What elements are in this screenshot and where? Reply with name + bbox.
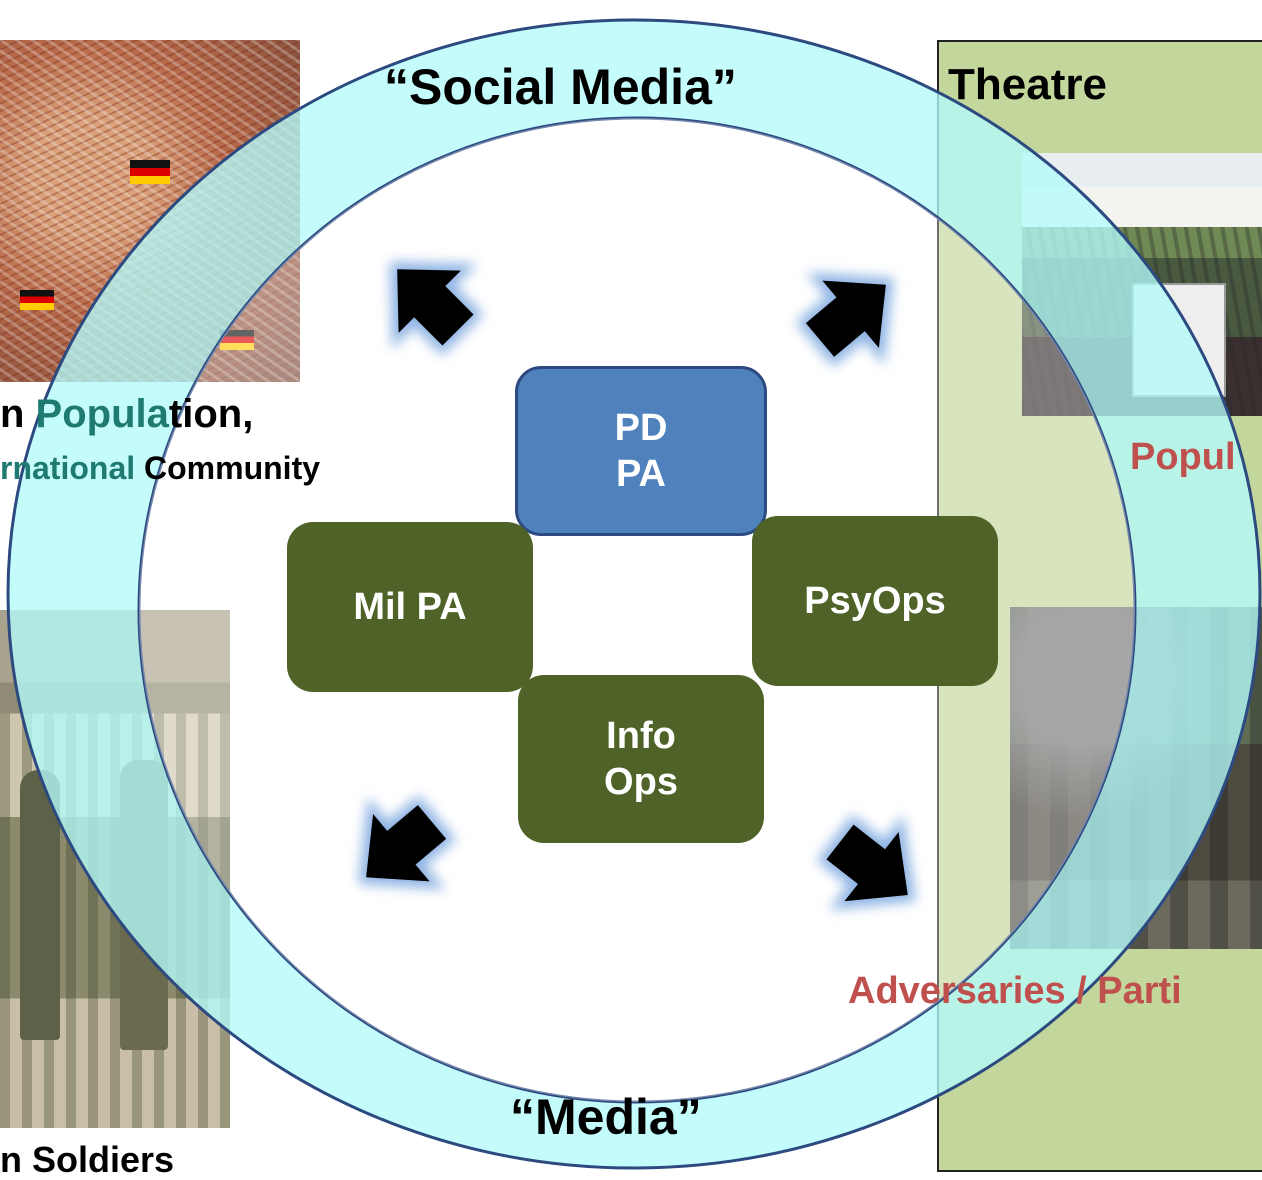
pd-pa-box: PD PA <box>515 366 767 536</box>
soldier-figure <box>20 770 60 1040</box>
soldiers-label: n Soldiers <box>0 1139 175 1180</box>
info-ops-line2: Ops <box>604 761 678 803</box>
flag-icon <box>220 330 254 350</box>
media-label: “Media” <box>510 1089 702 1145</box>
psyops-label: PsyOps <box>804 579 946 622</box>
population-label: Popul <box>1130 436 1236 478</box>
social-media-label: “Social Media” <box>384 59 737 115</box>
media-ring <box>6 18 1262 1170</box>
population-line1: n Population, <box>0 392 254 436</box>
mil-pa-box: Mil PA <box>287 522 533 692</box>
info-ops-line1: Info <box>606 714 676 757</box>
flag-icon <box>20 290 54 310</box>
info-ops-box: Info Ops <box>518 675 764 843</box>
adversaries-label: Adversaries / Parti <box>848 970 1182 1012</box>
pd-pa-line1: PD <box>614 406 668 449</box>
population-line2: rnational Community <box>0 450 321 486</box>
mil-pa-label: Mil PA <box>353 585 467 628</box>
theatre-title: Theatre <box>948 60 1107 109</box>
psyops-box: PsyOps <box>752 516 998 686</box>
pd-pa-line2: PA <box>616 453 666 495</box>
flag-icon <box>130 160 170 184</box>
